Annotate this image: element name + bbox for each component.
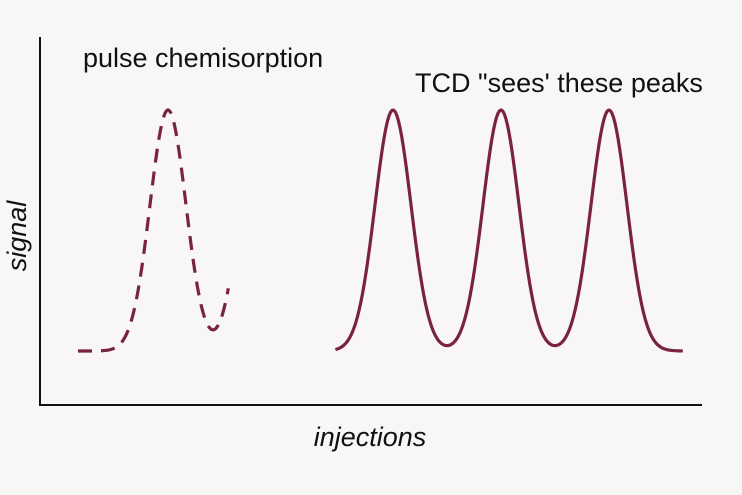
annotation-tcd-sees-peaks: TCD "sees' these peaks bbox=[415, 68, 703, 98]
curves bbox=[77, 108, 683, 353]
series-dashed-curve bbox=[77, 108, 230, 353]
x-axis-label: injections bbox=[314, 422, 427, 452]
series-solid-curve bbox=[334, 108, 683, 353]
annotation-pulse-chemisorption: pulse chemisorption bbox=[83, 43, 323, 73]
y-axis-label: signal bbox=[2, 200, 32, 272]
